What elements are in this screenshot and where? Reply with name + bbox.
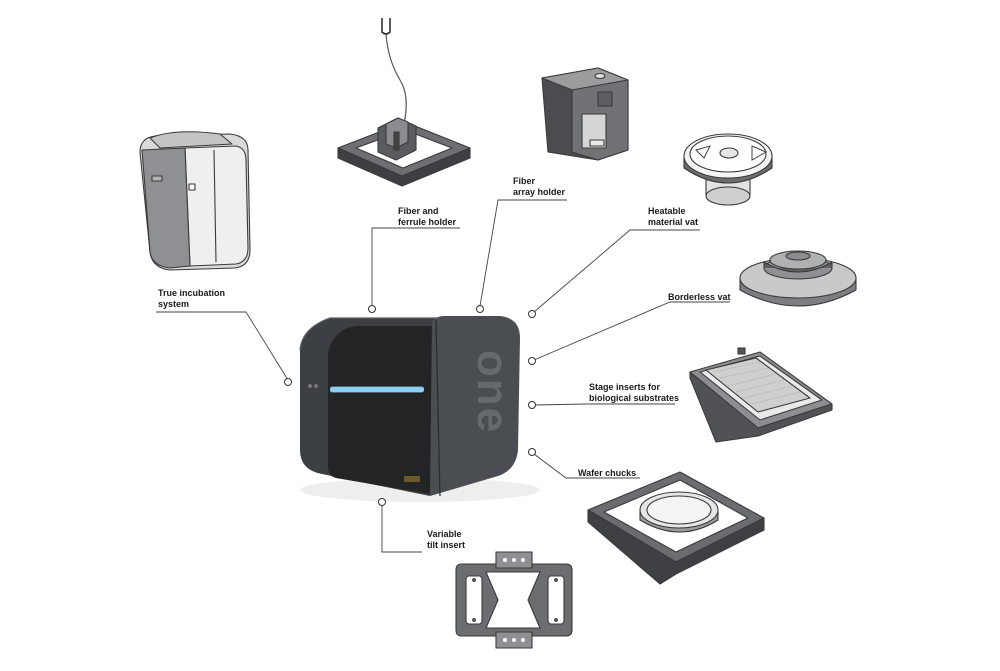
leader-wafer-chucks xyxy=(533,453,640,479)
heatable-material-vat-illustration xyxy=(683,133,773,206)
label-stage-inserts-line-2: biological substrates xyxy=(589,393,680,403)
printer-device-illustration xyxy=(299,316,540,502)
label-tilt-insert-line-2: tilt insert xyxy=(427,540,466,550)
label-fiber-array-holder: Fiber array holder xyxy=(513,176,565,198)
label-incubation-system: True incubation system xyxy=(158,288,225,310)
leader-fiber-ferrule xyxy=(371,227,460,306)
label-fiber-array-line-1: Fiber xyxy=(513,176,536,186)
wafer-chuck-illustration xyxy=(587,471,765,585)
label-wafer-chucks-line-1: Wafer chucks xyxy=(578,468,637,478)
label-tilt-insert-line-1: Variable xyxy=(427,529,462,539)
label-incubation-line-1: True incubation xyxy=(158,288,226,298)
label-borderless-vat: Borderless vat xyxy=(668,292,731,303)
device-brand-text: one xyxy=(468,349,517,435)
tilt-insert-illustration xyxy=(455,551,573,649)
label-borderless-vat-line-1: Borderless vat xyxy=(668,292,731,302)
label-fiber-ferrule-holder: Fiber and ferrule holder xyxy=(398,206,456,228)
marker-fiber-ferrule xyxy=(368,305,376,313)
borderless-vat-illustration xyxy=(739,250,857,307)
label-stage-inserts-line-1: Stage inserts for xyxy=(589,382,661,392)
fiber-ferrule-holder-illustration xyxy=(337,18,471,187)
marker-wafer-chucks xyxy=(528,448,536,456)
label-heatable-vat-line-2: material vat xyxy=(648,217,699,227)
label-fiber-ferrule-line-2: ferrule holder xyxy=(398,217,457,227)
leader-incubation xyxy=(156,311,289,381)
leader-lines xyxy=(156,199,730,553)
label-stage-inserts: Stage inserts for biological substrates xyxy=(589,382,679,404)
leader-heatable-vat xyxy=(533,229,700,313)
incubation-system-illustration xyxy=(139,131,251,271)
marker-borderless-vat xyxy=(528,357,536,365)
leader-borderless-vat xyxy=(533,301,730,361)
marker-incubation xyxy=(284,378,292,386)
leader-fiber-array xyxy=(479,199,567,307)
label-heatable-material-vat: Heatable material vat xyxy=(648,206,698,228)
leader-tilt-insert xyxy=(381,504,422,553)
marker-stage-inserts xyxy=(528,401,536,409)
leader-stage-inserts xyxy=(533,403,675,406)
label-wafer-chucks: Wafer chucks xyxy=(578,468,636,479)
marker-heatable-vat xyxy=(528,310,536,318)
stage-insert-illustration xyxy=(689,347,833,443)
label-heatable-vat-line-1: Heatable xyxy=(648,206,686,216)
label-fiber-ferrule-line-1: Fiber and xyxy=(398,206,439,216)
label-tilt-insert: Variable tilt insert xyxy=(427,529,465,551)
label-incubation-line-2: system xyxy=(158,299,190,309)
marker-fiber-array xyxy=(476,305,484,313)
marker-tilt-insert xyxy=(378,498,386,506)
fiber-array-holder-illustration xyxy=(541,67,629,161)
label-fiber-array-line-2: array holder xyxy=(513,187,566,197)
